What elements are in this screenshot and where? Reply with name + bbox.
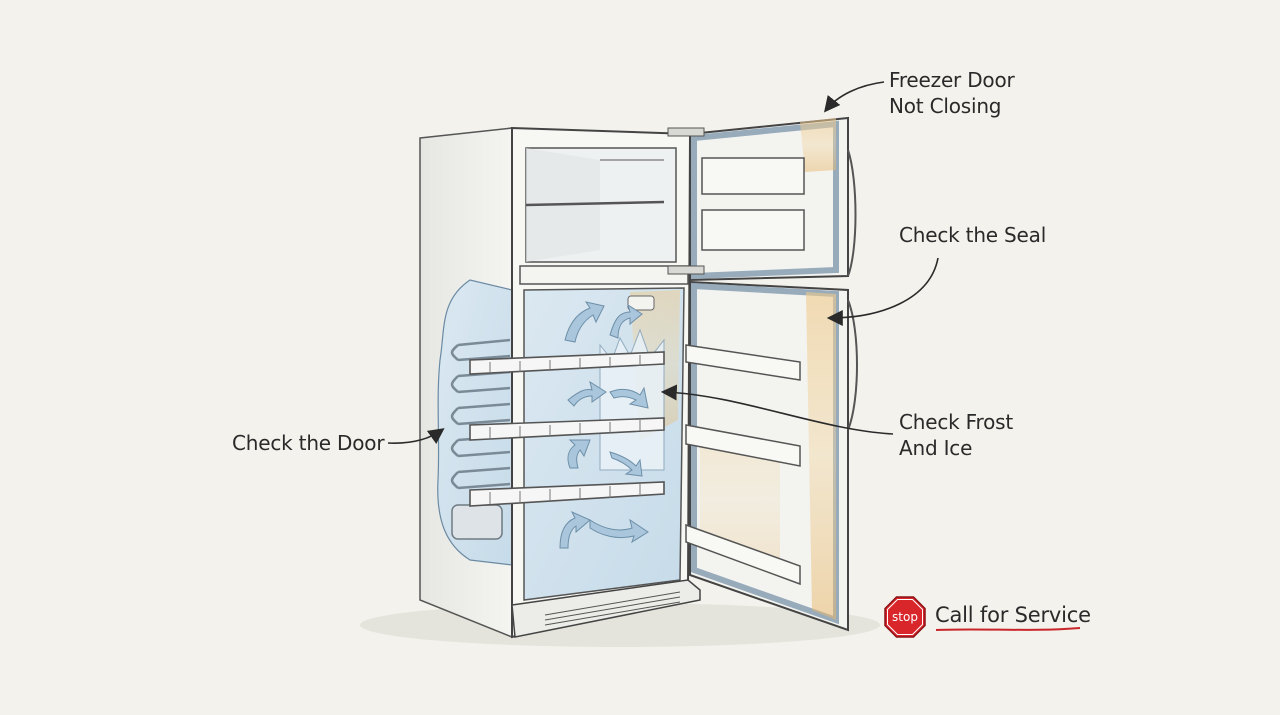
freezer-door-handle bbox=[847, 149, 857, 277]
thermostat-control bbox=[627, 295, 655, 311]
service-underline bbox=[935, 627, 1081, 631]
fridge-door-bins bbox=[685, 344, 801, 586]
compressor bbox=[451, 504, 503, 540]
warm-seal-stain bbox=[806, 292, 836, 620]
stop-sign-icon: stop bbox=[884, 596, 926, 638]
leader-seal bbox=[826, 257, 939, 326]
callout-door-text: Check the Door bbox=[232, 431, 385, 455]
airflow-arrows bbox=[559, 301, 649, 549]
leader-freezer-door bbox=[823, 81, 885, 113]
compartment-divider bbox=[519, 265, 689, 285]
top-hinge bbox=[667, 127, 705, 137]
callout-check-seal: Check the Seal bbox=[899, 222, 1046, 248]
callout-call-for-service: Call for Service bbox=[935, 602, 1091, 628]
middle-hinge bbox=[667, 265, 705, 275]
callout-freezer-line-2: Not Closing bbox=[889, 94, 1002, 118]
callout-seal-text: Check the Seal bbox=[899, 223, 1047, 247]
callout-check-door: Check the Door bbox=[232, 430, 385, 456]
freezer-door-gasket bbox=[691, 120, 839, 280]
callout-frost-line-1: Check Frost bbox=[899, 410, 1014, 434]
freezer-shelf bbox=[525, 200, 665, 207]
fridge-shelves bbox=[469, 351, 665, 507]
freezer-door-racks bbox=[701, 157, 805, 251]
leader-door bbox=[387, 428, 445, 444]
leader-frost bbox=[660, 384, 894, 435]
callout-check-frost: Check Frost And Ice bbox=[899, 409, 1013, 461]
stop-sign-text: stop bbox=[892, 610, 918, 624]
callout-freezer-door-not-closing: Freezer Door Not Closing bbox=[889, 67, 1015, 119]
callout-freezer-line-1: Freezer Door bbox=[889, 68, 1015, 92]
callout-service-text: Call for Service bbox=[935, 603, 1091, 627]
fridge-door-handle bbox=[847, 299, 858, 431]
callout-frost-line-2: And Ice bbox=[899, 436, 973, 460]
